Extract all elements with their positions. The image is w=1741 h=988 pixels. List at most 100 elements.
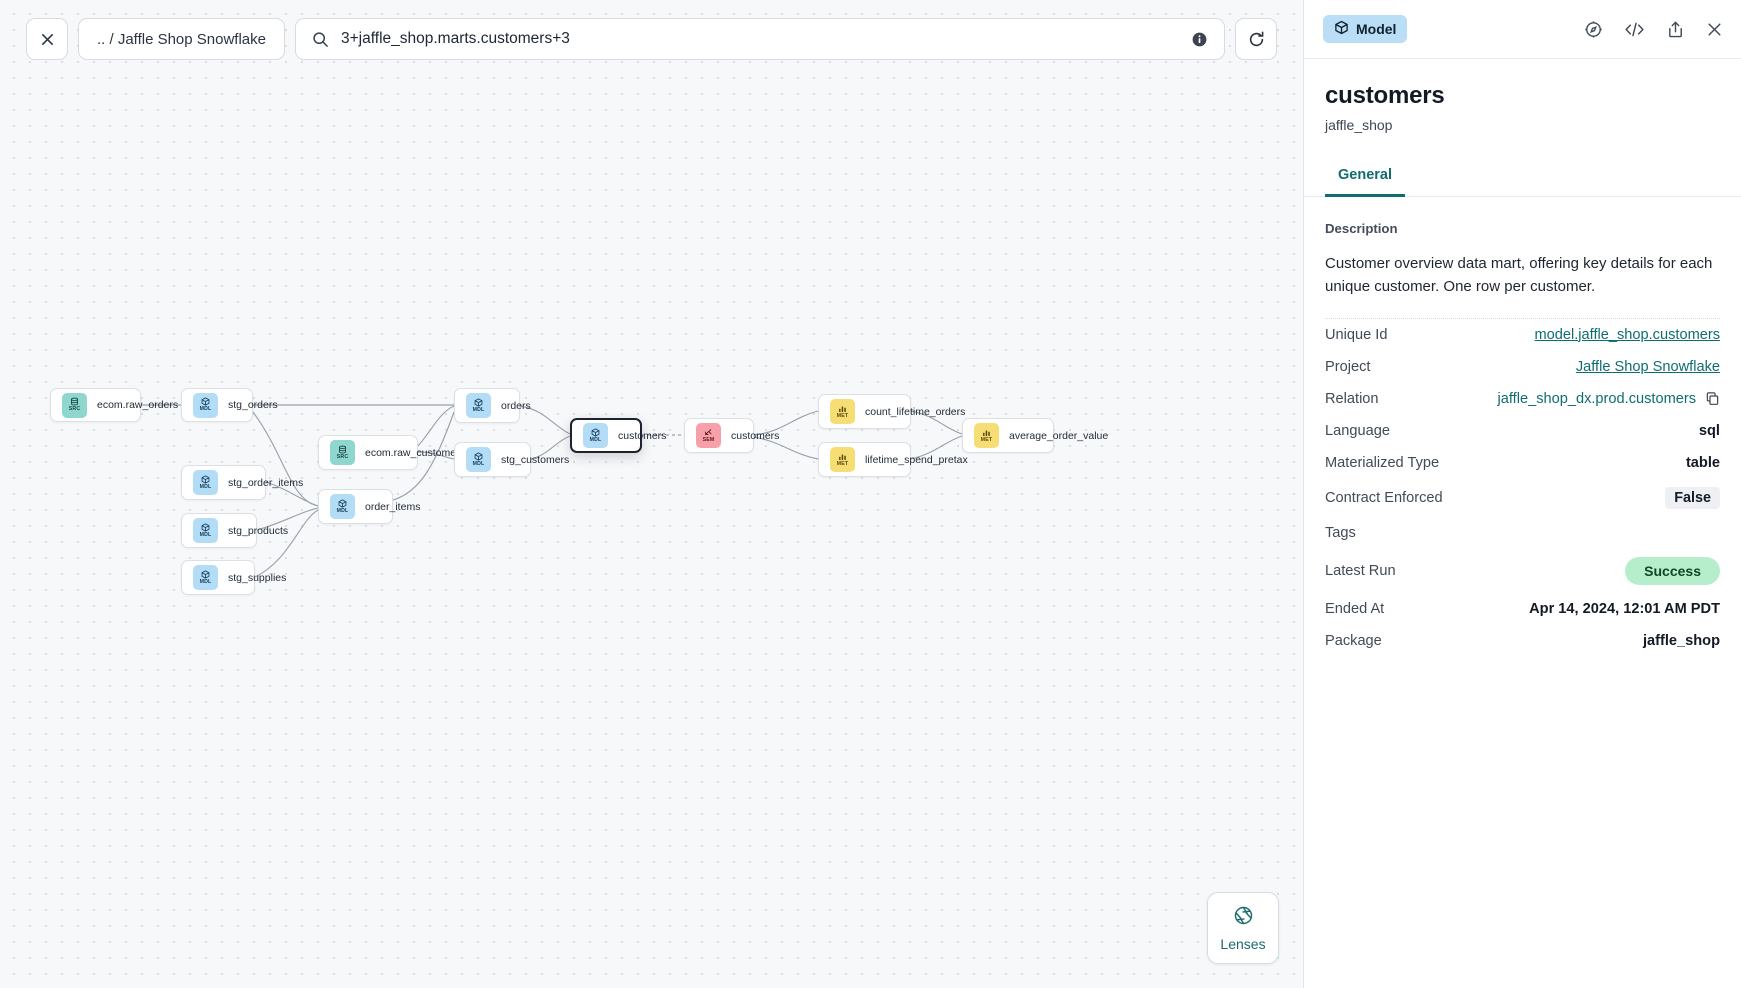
mdl-badge-icon: MDL [466, 393, 491, 418]
panel-tabs: General [1304, 159, 1741, 197]
field-label: Ended At [1325, 600, 1385, 617]
mdl-badge-icon: MDL [466, 447, 491, 472]
field-language: Language sql [1325, 415, 1720, 447]
node-type-chip[interactable]: Model [1323, 15, 1408, 43]
met-badge-icon: MET [830, 399, 855, 424]
field-label: Language [1325, 422, 1390, 439]
ended-at-value: Apr 14, 2024, 12:01 AM PDT [1529, 600, 1720, 617]
search-input[interactable] [341, 30, 1179, 48]
panel-toolbar: Model [1304, 0, 1741, 59]
lenses-button[interactable]: Lenses [1207, 892, 1279, 964]
breadcrumb[interactable]: .. / Jaffle Shop Snowflake [78, 18, 285, 60]
graph-node-label: customers [618, 429, 667, 442]
close-icon [41, 33, 53, 45]
lenses-label: Lenses [1220, 935, 1266, 952]
graph-node-average_order_value[interactable]: MET average_order_value [962, 418, 1108, 453]
description-text: Customer overview data mart, offering ke… [1325, 252, 1720, 319]
code-icon[interactable] [1624, 20, 1645, 39]
share-icon[interactable] [1666, 20, 1685, 39]
graph-node-label: stg_orders [228, 399, 278, 411]
field-materialized-type: Materialized Type table [1325, 447, 1720, 479]
language-value: sql [1698, 422, 1720, 439]
graph-node-count_lifetime_orders[interactable]: MET count_lifetime_orders [818, 394, 965, 429]
mdl-badge-icon: MDL [193, 392, 218, 418]
compass-icon[interactable] [1584, 20, 1603, 39]
graph-node-label: orders [501, 399, 531, 412]
page-title: customers [1325, 82, 1445, 109]
graph-node-label: customers [731, 429, 780, 442]
field-label: Project [1325, 358, 1371, 375]
materialized-value: table [1685, 454, 1720, 471]
field-label: Latest Run [1325, 562, 1396, 579]
canvas-toolbar: .. / Jaffle Shop Snowflake [0, 0, 1303, 78]
graph-node-stg_orders[interactable]: MDL stg_orders [181, 388, 278, 422]
graph-node-label: ecom.raw_customers [365, 446, 465, 459]
panel-actions [1584, 20, 1723, 39]
field-ended-at: Ended At Apr 14, 2024, 12:01 AM PDT [1325, 593, 1720, 625]
mdl-badge-icon: MDL [193, 470, 218, 495]
field-label: Relation [1325, 390, 1379, 407]
mdl-badge-icon: MDL [193, 518, 218, 543]
project-link[interactable]: Jaffle Shop Snowflake [1575, 358, 1720, 375]
graph-node-stg_customers[interactable]: MDL stg_customers [454, 442, 569, 477]
src-badge-icon: SRC [62, 392, 87, 418]
field-label: Unique Id [1325, 326, 1388, 343]
met-badge-icon: MET [974, 423, 999, 448]
description-label: Description [1325, 221, 1398, 236]
refresh-button[interactable] [1235, 18, 1277, 60]
field-relation: Relation jaffle_shop_dx.prod.customers [1325, 383, 1720, 415]
field-contract-enforced: Contract Enforced False [1325, 479, 1720, 517]
panel-subtitle: jaffle_shop [1325, 117, 1393, 133]
panel-header: customers jaffle_shop [1304, 59, 1741, 133]
breadcrumb-label: .. / Jaffle Shop Snowflake [97, 30, 266, 48]
search-bar[interactable] [295, 18, 1225, 60]
relation-value-group: jaffle_shop_dx.prod.customers [1498, 391, 1720, 407]
graph-node-label: average_order_value [1009, 429, 1109, 442]
graph-node-customers_semantic[interactable]: SEM customers [684, 418, 779, 453]
graph-node-label: lifetime_spend_pretax [865, 453, 968, 466]
aperture-icon [1233, 905, 1254, 931]
field-package: Package jaffle_shop [1325, 625, 1720, 657]
sem-badge-icon: SEM [696, 423, 721, 448]
info-icon[interactable] [1191, 31, 1208, 48]
node-type-label: Model [1356, 21, 1397, 37]
field-label: Materialized Type [1325, 454, 1440, 471]
graph-node-label: count_lifetime_orders [865, 405, 966, 418]
lineage-canvas[interactable]: .. / Jaffle Shop Snowflake [0, 0, 1303, 988]
graph-node-label: order_items [365, 500, 421, 513]
graph-node-label: stg_supplies [228, 571, 287, 584]
unique-id-link[interactable]: model.jaffle_shop.customers [1534, 326, 1721, 343]
close-panel-icon[interactable] [1706, 21, 1723, 38]
relation-value[interactable]: jaffle_shop_dx.prod.customers [1497, 390, 1696, 407]
close-lineage-button[interactable] [26, 18, 68, 60]
graph-node-stg_products[interactable]: MDL stg_products [181, 513, 288, 548]
field-label: Tags [1325, 524, 1356, 541]
field-label: Contract Enforced [1325, 489, 1443, 506]
field-tags: Tags [1325, 517, 1720, 549]
search-icon [312, 31, 329, 48]
met-badge-icon: MET [830, 447, 855, 472]
status-badge: Success [1625, 556, 1720, 585]
refresh-icon [1249, 30, 1263, 46]
graph-node-stg_order_items[interactable]: MDL stg_order_items [181, 465, 303, 500]
graph-node-label: stg_customers [501, 453, 570, 466]
graph-node-orders[interactable]: MDL orders [454, 388, 531, 423]
graph-node-ecom_raw_customers[interactable]: SRC ecom.raw_customers [318, 435, 465, 470]
field-unique-id: Unique Id model.jaffle_shop.customers [1325, 319, 1720, 351]
graph-node-label: stg_order_items [228, 476, 304, 489]
tab-general[interactable]: General [1325, 159, 1405, 197]
contract-badge: False [1665, 486, 1720, 509]
copy-icon[interactable] [1705, 391, 1720, 406]
src-badge-icon: SRC [330, 440, 355, 465]
field-label: Package [1325, 632, 1382, 649]
graph-node-label: stg_products [228, 524, 289, 537]
graph-node-lifetime_spend_pretax[interactable]: MET lifetime_spend_pretax [818, 442, 968, 477]
cube-icon [1334, 20, 1349, 38]
info-glyph [1192, 32, 1207, 46]
